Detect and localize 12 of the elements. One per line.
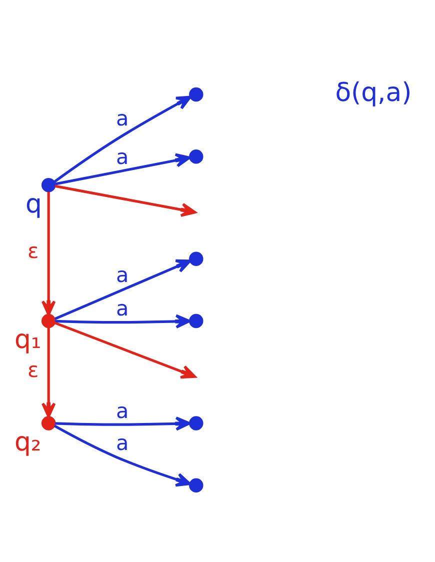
edge-label: a <box>116 398 129 422</box>
node-label: q₁ <box>14 324 42 355</box>
edge-label: a <box>116 144 129 169</box>
node-label: q <box>25 188 42 219</box>
edge-label: a <box>116 430 129 455</box>
edge-label: ε <box>27 358 39 382</box>
edge-label: ε <box>27 238 39 262</box>
node-label: q₂ <box>14 426 42 457</box>
edge-label: a <box>116 106 129 130</box>
label: δ(q,a) <box>335 77 412 108</box>
edge-label: a <box>116 262 129 286</box>
edge-label: a <box>116 296 129 320</box>
